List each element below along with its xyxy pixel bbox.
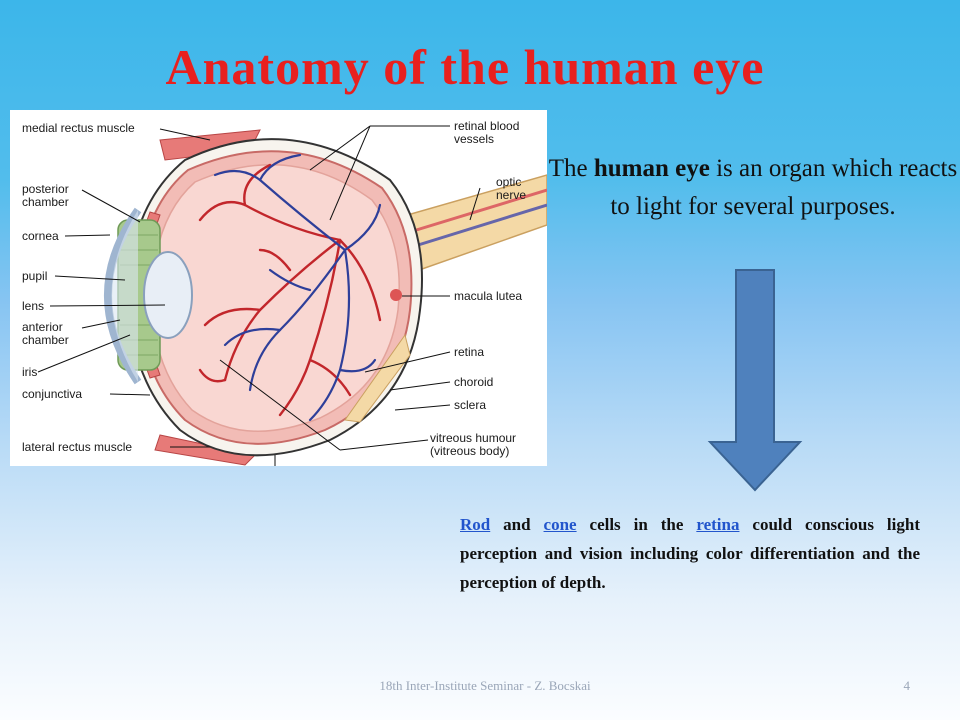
eye-illustration — [37, 125, 547, 466]
intro-bold: human eye — [593, 155, 710, 182]
label-lens: lens — [22, 299, 45, 313]
label-posterior-chamber: posterior chamber — [22, 182, 69, 209]
eye-diagram: medial rectus muscle posterior chamber c… — [10, 110, 547, 466]
body-text-2: cells in the — [576, 515, 697, 534]
label-lateral-rectus: lateral rectus muscle — [22, 440, 133, 454]
intro-part2: is an organ which reacts to light for se… — [610, 155, 958, 220]
label-macula-lutea: macula lutea — [454, 289, 523, 303]
link-retina[interactable]: retina — [696, 515, 740, 534]
label-optic-nerve: optic nerve — [496, 175, 527, 202]
body-text-1: and — [490, 515, 544, 534]
label-iris: iris — [22, 365, 38, 379]
label-vitreous-humour: vitreous humour (vitreous body) — [430, 431, 517, 458]
label-cornea: cornea — [22, 229, 59, 243]
label-retinal-blood-vessels: retinal blood vessels — [454, 119, 520, 146]
down-arrow-icon — [707, 269, 803, 492]
label-conjunctiva: conjunctiva — [22, 387, 83, 401]
page-number: 4 — [903, 678, 911, 693]
label-retina: retina — [454, 345, 485, 359]
intro-part1: The — [548, 155, 594, 182]
link-cone[interactable]: cone — [543, 515, 577, 534]
label-sclera: sclera — [454, 398, 487, 412]
link-rod[interactable]: Rod — [460, 515, 491, 534]
footer-text: 18th Inter-Institute Seminar - Z. Bocska… — [379, 678, 591, 693]
label-choroid: choroid — [454, 375, 494, 389]
label-pupil: pupil — [22, 269, 48, 283]
label-medial-rectus: medial rectus muscle — [22, 121, 135, 135]
intro-text: The human eye is an organ which reacts t… — [548, 150, 958, 226]
body-paragraph: Rod and cone cells in the retina could c… — [460, 510, 920, 597]
slide-title: Anatomy of the human eye — [165, 39, 765, 95]
label-anterior-chamber: anterior chamber — [22, 320, 69, 347]
body-text-3: could conscious light perception and vis… — [460, 515, 920, 592]
